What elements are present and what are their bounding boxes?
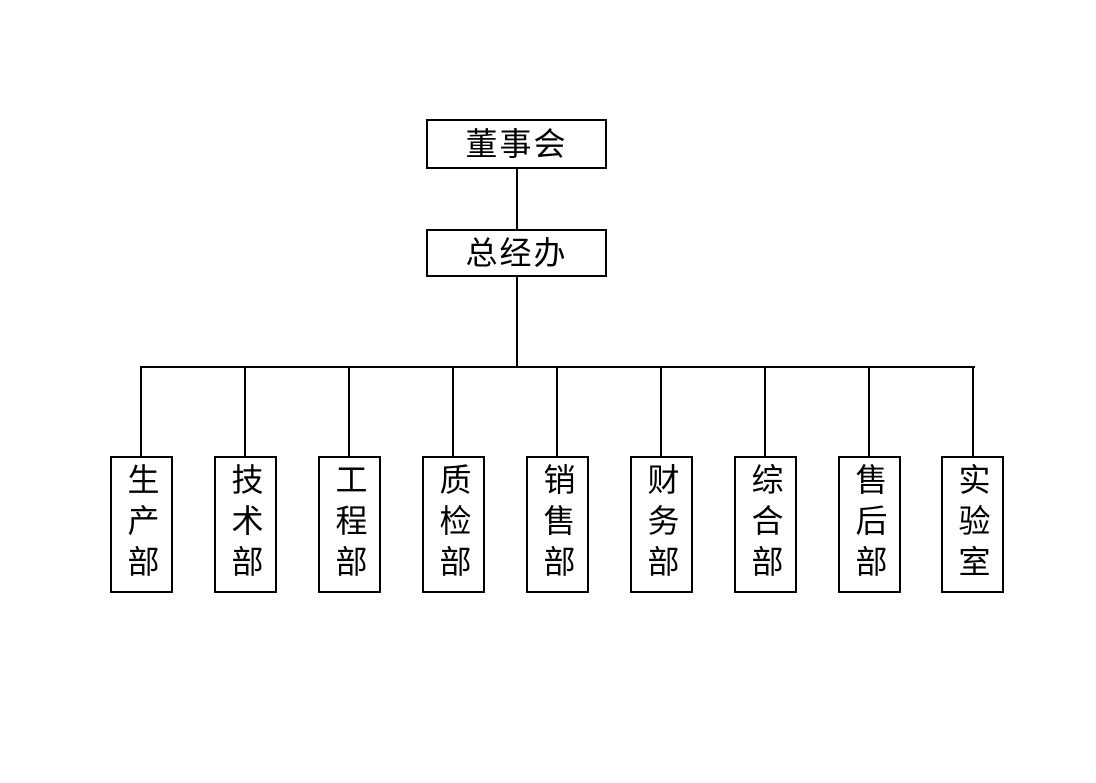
- org-node-gm-office: 总经办: [426, 229, 607, 277]
- org-node-sales-dept: 销售部: [526, 456, 589, 593]
- org-node-quality-inspection-dept: 质检部: [422, 456, 485, 593]
- org-node-general-affairs-dept: 综合部: [734, 456, 797, 593]
- connector-drop-quality: [452, 368, 454, 456]
- connector-drop-general-affairs: [764, 368, 766, 456]
- connector-drop-technology: [244, 368, 246, 456]
- org-node-board: 董事会: [426, 119, 607, 169]
- connector-drop-sales: [556, 368, 558, 456]
- org-node-finance-dept: 财务部: [630, 456, 693, 593]
- org-node-laboratory: 实验室: [941, 456, 1004, 593]
- connector-drop-production: [140, 368, 142, 456]
- connector-drop-after-sales: [868, 368, 870, 456]
- connector-drop-engineering: [348, 368, 350, 456]
- connector-board-gmoffice: [516, 169, 518, 229]
- connector-horizontal-bus: [140, 366, 975, 368]
- org-node-technology-dept: 技术部: [214, 456, 277, 593]
- org-node-production-dept: 生产部: [110, 456, 173, 593]
- org-node-engineering-dept: 工程部: [318, 456, 381, 593]
- org-node-after-sales-dept: 售后部: [838, 456, 901, 593]
- connector-gmoffice-bus: [516, 277, 518, 366]
- connector-drop-laboratory: [972, 368, 974, 456]
- connector-drop-finance: [660, 368, 662, 456]
